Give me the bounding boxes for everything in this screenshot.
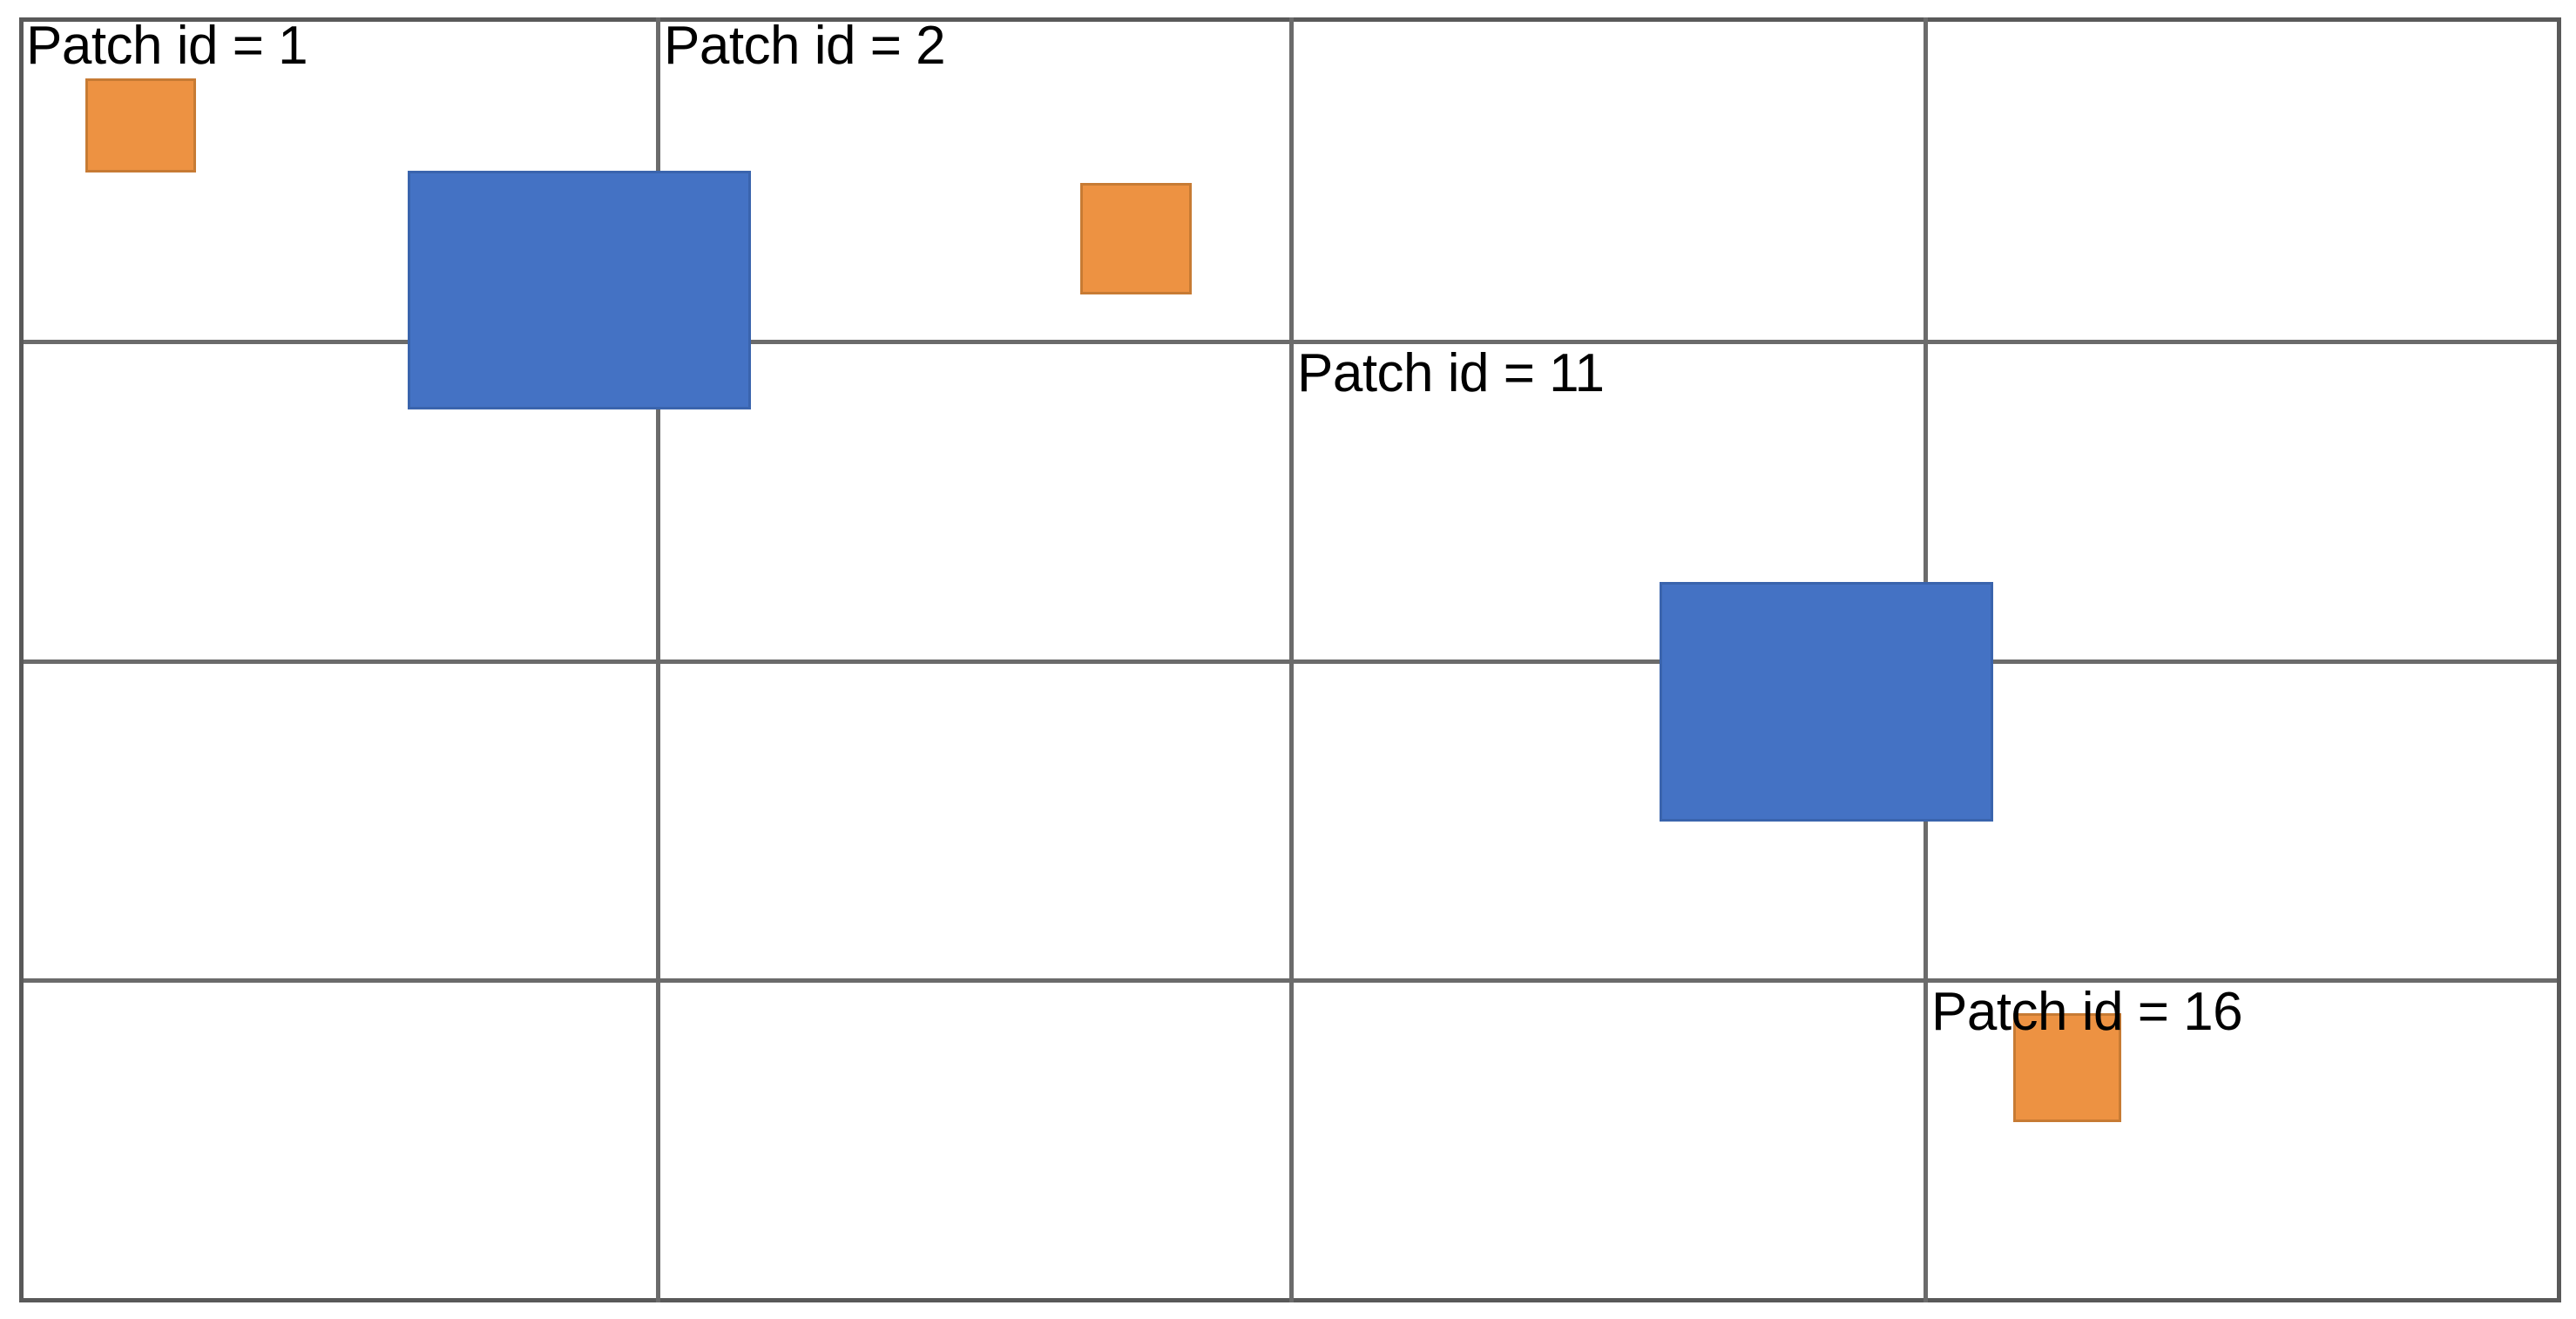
orange-patch-16 <box>2013 1013 2121 1122</box>
grid-line-vertical-2 <box>1289 17 1294 1302</box>
grid-line-vertical-right <box>2557 17 2561 1302</box>
orange-patch-2 <box>1080 183 1192 294</box>
grid-line-vertical-left <box>19 17 24 1302</box>
orange-patch-1 <box>85 78 196 172</box>
blue-patch-1 <box>408 171 751 409</box>
blue-patch-11 <box>1660 582 1993 822</box>
patch-label-2: Patch id = 2 <box>664 16 946 76</box>
patch-label-16: Patch id = 16 <box>1931 982 2243 1042</box>
patch-label-11: Patch id = 11 <box>1297 343 1605 403</box>
grid-line-vertical-1 <box>656 17 660 1302</box>
patch-label-1: Patch id = 1 <box>26 16 308 76</box>
